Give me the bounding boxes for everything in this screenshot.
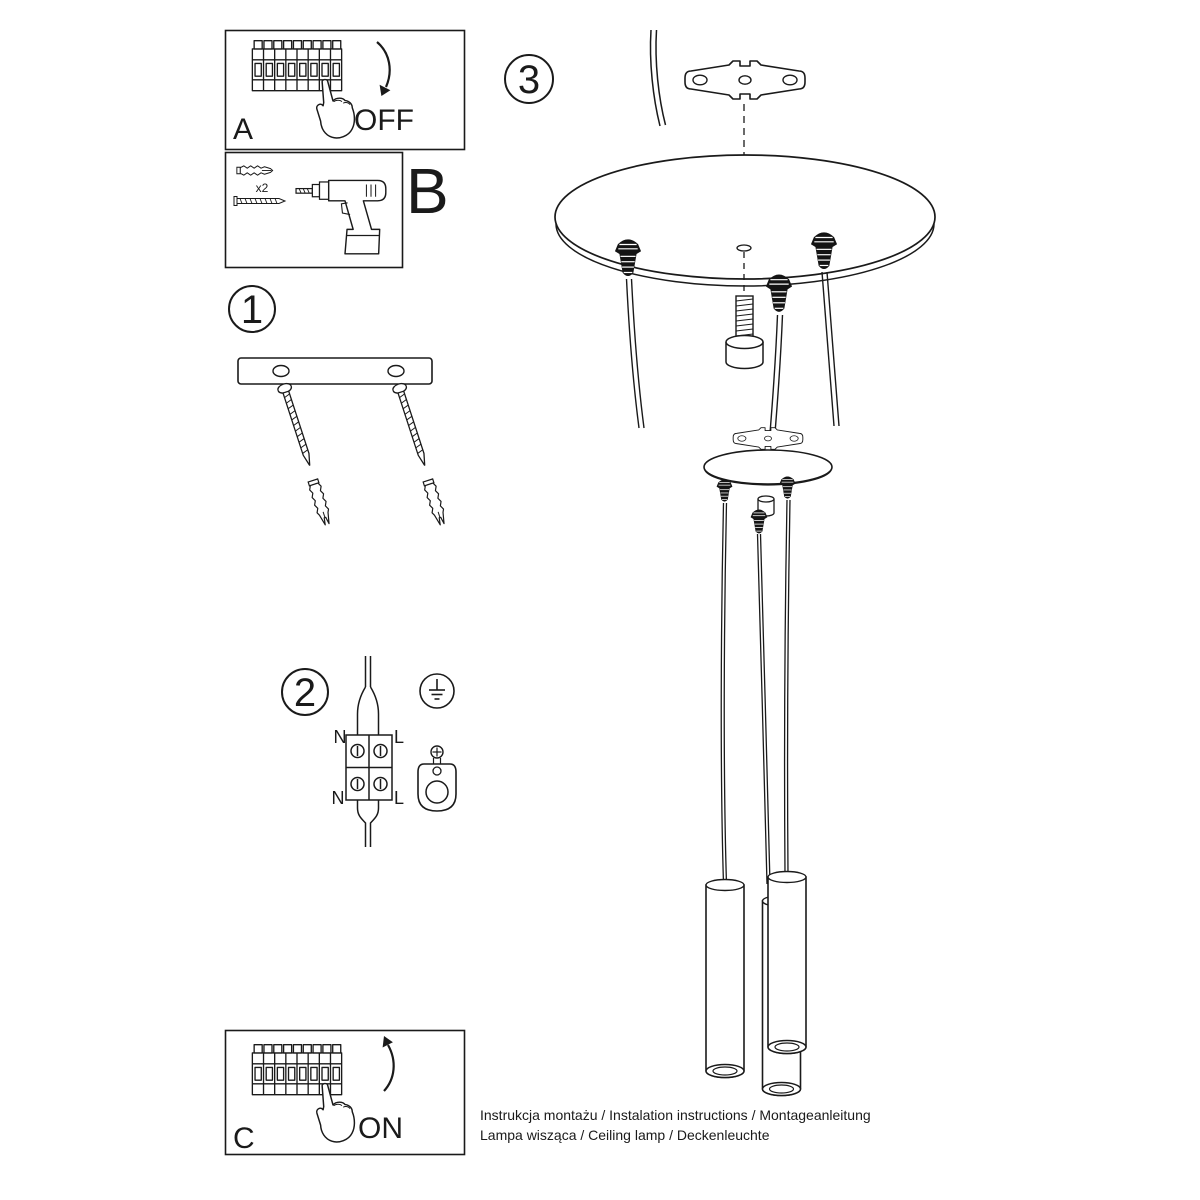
on-arrow-icon <box>382 1036 395 1092</box>
step-1: 1 <box>228 285 449 527</box>
step-2: 2 N L N L <box>281 656 457 847</box>
screw-icon <box>233 196 286 206</box>
step2-number: 2 <box>294 671 316 715</box>
ceiling-cable <box>649 29 667 127</box>
tube-lens-back <box>768 1084 795 1094</box>
pendant-gland-right <box>779 476 796 499</box>
footer-line-2: Lampa wisząca / Ceiling lamp / Deckenleu… <box>480 1127 770 1143</box>
pendant-tube-left <box>705 878 745 1079</box>
tube-lens-right <box>774 1042 800 1052</box>
step1-badge-circle <box>228 285 276 333</box>
ceiling-bracket-icon <box>684 60 806 100</box>
wall-plug-icon-right <box>421 478 449 527</box>
step3-badge-circle <box>504 54 554 104</box>
panel-b-frame <box>224 151 404 269</box>
wire-label-l-bottom: L <box>394 788 404 808</box>
footer: Instrukcja montażu / Instalation instruc… <box>480 1107 871 1143</box>
footer-line-1: Instrukcja montażu / Instalation instruc… <box>480 1107 871 1123</box>
step-3: 3 <box>504 29 936 1097</box>
cable-clamp-icon <box>417 745 457 812</box>
panel-c-label: C <box>233 1122 255 1155</box>
panel-a-label: A <box>233 113 253 146</box>
drill-icon <box>295 179 387 255</box>
panel-c-on-label: ON <box>358 1112 403 1145</box>
step2-badge-circle <box>281 668 329 716</box>
pendant-gland-front <box>750 509 768 534</box>
canopy-disc <box>554 154 936 287</box>
pendant-tube-right <box>767 870 807 1055</box>
anchor-quantity-label: x2 <box>256 181 269 195</box>
panel-a-frame <box>224 29 466 151</box>
tube-lens-left <box>712 1066 738 1076</box>
earth-symbol-icon <box>419 673 455 709</box>
gland-cables <box>625 271 840 434</box>
mounting-bracket-bar <box>237 357 433 385</box>
panel-a: A OFF <box>224 29 466 151</box>
wall-plug-icon <box>236 165 274 176</box>
pendant-cables <box>720 499 791 885</box>
panel-a-off-label: OFF <box>354 104 414 137</box>
canopy-center-hole <box>736 244 752 252</box>
bracket-hole-left <box>272 364 290 378</box>
terminal-block-icon <box>345 734 393 801</box>
panel-c-frame <box>224 1029 466 1156</box>
screw-icon-right <box>391 381 433 469</box>
cable-gland-icon-middle <box>766 274 792 312</box>
step3-number: 3 <box>518 58 540 102</box>
mounting-screw-icon <box>725 252 764 370</box>
panel-b: x2 B <box>224 151 449 269</box>
wire-label-n-top: N <box>334 727 347 747</box>
pendant-bracket-icon <box>732 427 804 450</box>
off-arrow-icon <box>376 41 391 96</box>
panel-c: C ON <box>224 1029 466 1156</box>
wall-plug-icon-left <box>306 478 334 527</box>
mains-cable <box>356 656 380 847</box>
screw-icon-left <box>276 381 318 469</box>
step1-number: 1 <box>241 288 263 332</box>
wire-label-l-top: L <box>394 727 404 747</box>
wire-label-n-bottom: N <box>332 788 345 808</box>
pendant-canopy <box>703 449 833 486</box>
panel-b-label: B <box>406 155 449 227</box>
bracket-hole-right <box>387 364 405 378</box>
pendant-gland-left <box>716 479 733 502</box>
